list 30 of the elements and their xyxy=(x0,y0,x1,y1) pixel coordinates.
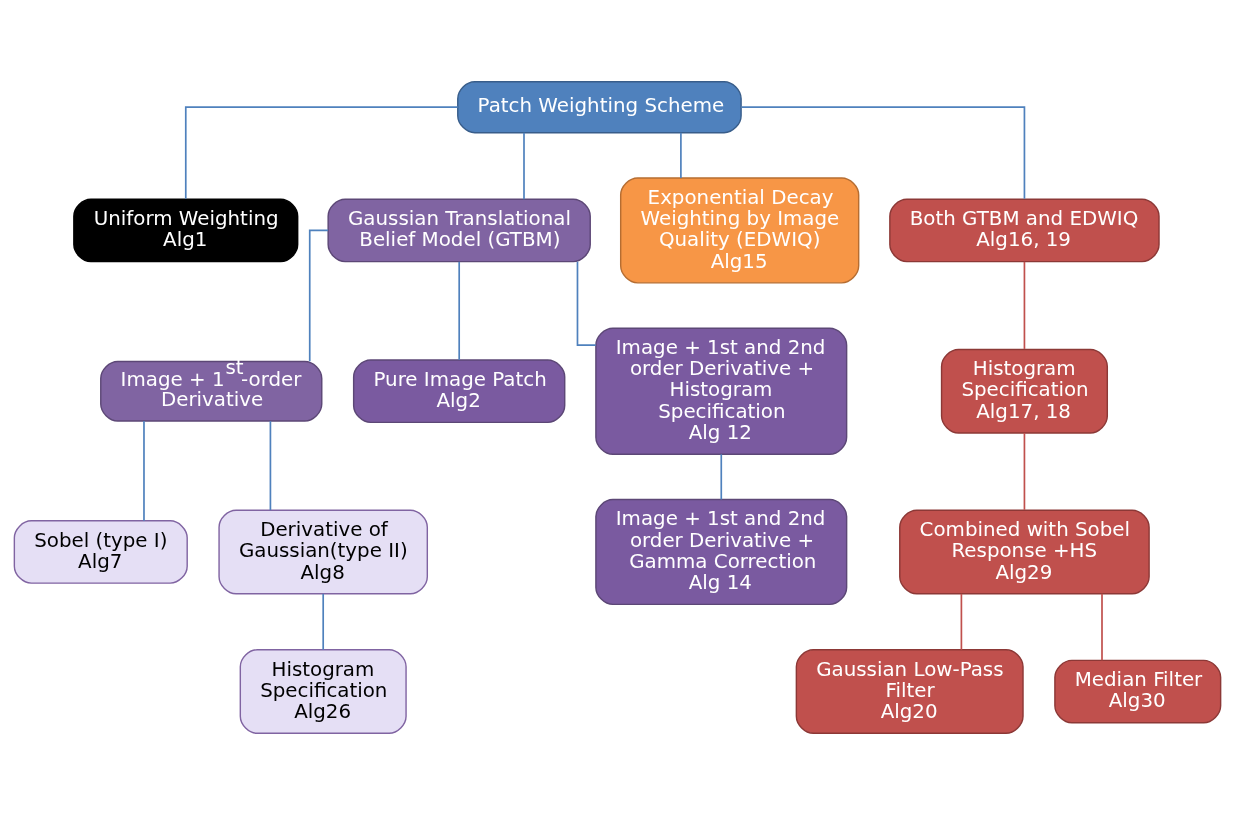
node-box: Patch Weighting Scheme xyxy=(457,80,742,133)
node-box: Uniform Weighting Alg1 xyxy=(73,198,299,262)
connector xyxy=(523,131,525,200)
node-box: Image + 1st and 2nd order Derivative + Gamma Correction Alg 14 xyxy=(595,498,848,605)
node-box: Median Filter Alg30 xyxy=(1054,659,1222,723)
node-box: Histogram Specification Alg26 xyxy=(239,648,407,734)
connector xyxy=(576,260,597,346)
connector xyxy=(740,105,1026,200)
connector xyxy=(143,419,145,521)
node-box: Both GTBM and EDWIQ Alg16, 19 xyxy=(889,198,1160,262)
node-box: Gaussian Low-Pass Filter Alg20 xyxy=(795,648,1024,734)
connector xyxy=(184,105,459,200)
node-box: Histogram Specification Alg17, 18 xyxy=(940,348,1108,434)
node-box: Exponential Decay Weighting by Image Quality (EDWIQ) Alg15 xyxy=(620,176,860,284)
connector xyxy=(720,452,723,500)
connector xyxy=(322,592,325,651)
node-box: Combined with Sobel Response +HS Alg29 xyxy=(899,509,1150,594)
connector xyxy=(269,419,272,511)
connector xyxy=(458,260,461,361)
node-box: Derivative of Gaussian(type II) Alg8 xyxy=(218,509,428,594)
node-box: Sobel (type I) Alg7 xyxy=(13,519,188,584)
node-box: Pure Image Patch Alg2 xyxy=(352,358,566,423)
connector xyxy=(308,229,329,362)
connector xyxy=(1023,431,1026,511)
node-box: Image + 1st and 2nd order Derivative + Histogram Specification Alg 12 xyxy=(595,326,848,455)
connector xyxy=(960,592,963,651)
connector xyxy=(680,131,682,179)
node-box: Gaussian Translational Belief Model (GTBM) xyxy=(327,198,591,262)
connector xyxy=(1023,260,1026,350)
connector xyxy=(1101,592,1103,661)
